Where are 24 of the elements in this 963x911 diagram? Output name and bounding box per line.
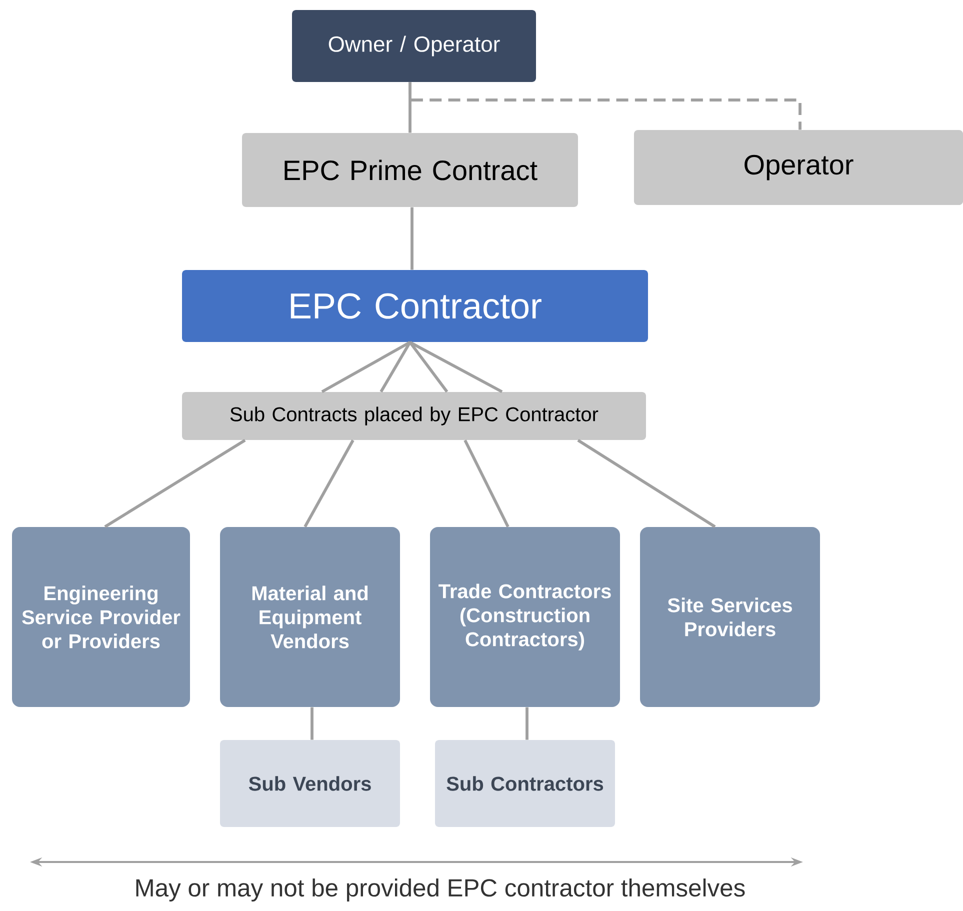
connector-line [408, 82, 802, 130]
connector-line [321, 341, 411, 394]
note-text: May or may not be provided EPC contractor themselves [136, 878, 745, 902]
header-box: Owner / Operator [292, 10, 536, 82]
connector-line [577, 439, 716, 528]
contractor-box: EPC Contractor [182, 270, 648, 342]
role-box: Engineering Service Provider or Providers [12, 527, 190, 707]
role-box: Material and Equipment Vendors [220, 527, 400, 707]
contract-box: EPC Prime Contract [242, 133, 578, 207]
sub-box: Sub Vendors [220, 740, 400, 827]
contract-box: Operator [634, 130, 963, 205]
connector-line [410, 207, 414, 270]
role-box: Trade Contractors (Construction Contractors) [430, 527, 620, 707]
connector-line [526, 707, 528, 740]
connector-line [409, 340, 503, 394]
sub-box: Sub Contractors [435, 740, 615, 827]
band: Sub Contracts placed by EPC Contractor [182, 392, 646, 440]
connector-line [310, 707, 314, 740]
connector-line [104, 439, 246, 528]
connector-line [304, 440, 354, 528]
role-box: Site Services Providers [640, 527, 820, 707]
connector-line [408, 341, 448, 393]
connector-line [464, 440, 510, 528]
connector-line [380, 342, 412, 392]
